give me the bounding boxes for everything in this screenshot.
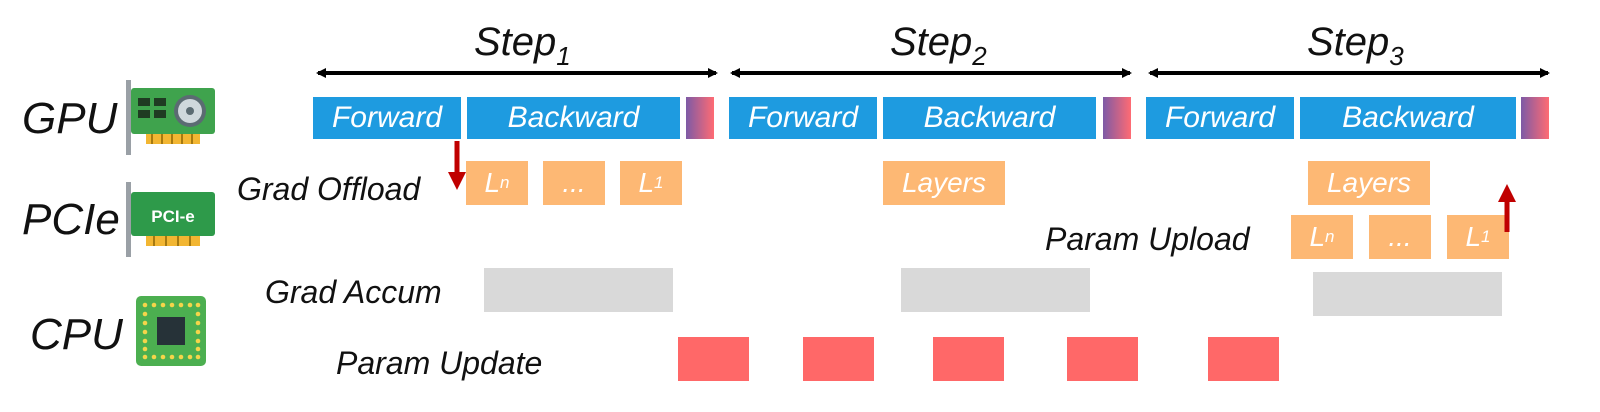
gpu-label: GPU bbox=[22, 94, 118, 143]
step-2-title: Step2 bbox=[890, 20, 987, 71]
forward-block-step-2: Forward bbox=[729, 97, 877, 139]
pcie-label: PCIe bbox=[22, 195, 120, 244]
layer-block-ellipsis-offload: ... bbox=[543, 161, 605, 205]
step-3-title: Step3 bbox=[1307, 20, 1404, 71]
param-upload-label: Param Upload bbox=[1045, 221, 1250, 257]
grad-accum-block-step-2 bbox=[901, 268, 1090, 312]
param-update-block-1 bbox=[678, 337, 749, 381]
forward-block-step-3: Forward bbox=[1146, 97, 1294, 139]
backward-block-step-2: Backward bbox=[883, 97, 1096, 139]
param-update-block-2 bbox=[803, 337, 874, 381]
optimizer-block-step-3 bbox=[1521, 97, 1549, 139]
pcie-card-icon: PCI-e bbox=[126, 182, 215, 257]
grad-offload-label: Grad Offload bbox=[237, 171, 421, 207]
upload-up-arrow-icon bbox=[1498, 184, 1516, 202]
backward-block-step-3: Backward bbox=[1300, 97, 1516, 139]
grad-accum-block-step-3 bbox=[1313, 272, 1502, 316]
grad-accum-label: Grad Accum bbox=[265, 274, 442, 310]
pcie-icon-text: PCI-e bbox=[151, 207, 194, 226]
backward-block-step-1: Backward bbox=[467, 97, 680, 139]
cpu-chip-icon bbox=[136, 296, 206, 366]
optimizer-block-step-1 bbox=[686, 97, 714, 139]
step-1-title: Step1 bbox=[474, 20, 571, 71]
param-update-block-3 bbox=[933, 337, 1004, 381]
optimizer-block-step-2 bbox=[1103, 97, 1131, 139]
cpu-label: CPU bbox=[30, 310, 123, 359]
param-update-label: Param Update bbox=[336, 345, 543, 381]
layers-block-step-2: Layers bbox=[883, 161, 1005, 205]
offload-down-arrow-icon bbox=[448, 172, 466, 190]
grad-accum-block-step-1 bbox=[484, 268, 673, 312]
layers-block-step-3: Layers bbox=[1308, 161, 1430, 205]
param-update-block-5 bbox=[1208, 337, 1279, 381]
forward-block-step-1: Forward bbox=[313, 97, 461, 139]
layer-block-ellipsis-upload: ... bbox=[1369, 215, 1431, 259]
gpu-card-icon bbox=[126, 80, 215, 155]
param-update-block-4 bbox=[1067, 337, 1138, 381]
